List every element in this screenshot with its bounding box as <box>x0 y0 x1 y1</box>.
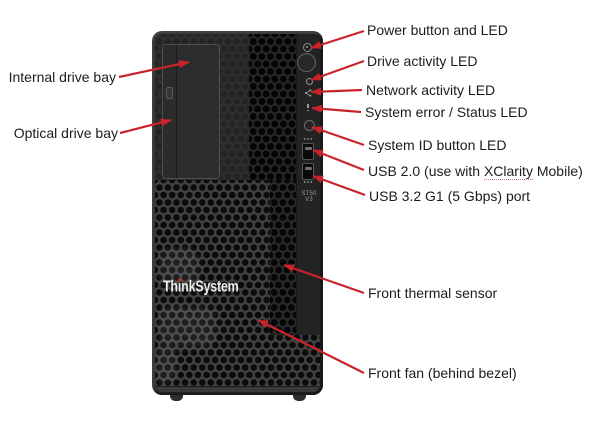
bezel-bottom-rim <box>155 386 320 392</box>
callout-label-usb3: USB 3.2 G1 (5 Gbps) port <box>369 188 531 204</box>
mesh-highlight <box>155 346 177 384</box>
callout-label-power-button: Power button and LED <box>367 22 508 38</box>
logo-red-dot-i: ı <box>177 277 182 295</box>
logo-text-post: nkSystem <box>181 277 239 295</box>
power-led <box>302 42 312 52</box>
thinksystem-logo: ThınkSystem <box>163 277 239 295</box>
optical-bay-bezel <box>163 45 177 178</box>
logo-text-pre: Th <box>163 277 178 295</box>
optical-eject-button <box>166 87 173 99</box>
usb3-port-mark <box>302 181 313 183</box>
callout-label-usb2: USB 2.0 (use with XClarity Mobile) <box>368 163 583 180</box>
callout-label-front-fan: Front fan (behind bezel) <box>368 365 517 381</box>
callout-label-system-id: System ID button LED <box>368 137 507 153</box>
power-button <box>296 52 316 72</box>
callout-label-system-error: System error / Status LED <box>365 104 528 120</box>
callout-label-internal-drive-bay: Internal drive bay <box>8 69 116 85</box>
model-label: ST50 V3 <box>301 191 317 203</box>
callout-label-network-activity: Network activity LED <box>366 82 496 98</box>
callout-label-drive-activity: Drive activity LED <box>367 53 478 69</box>
spellcheck-underline: XClarity <box>483 163 533 180</box>
tower-front-face: ST50 V3 ThınkSystem <box>155 34 320 392</box>
front-control-panel: ST50 V3 <box>296 34 320 335</box>
tower-foot-right <box>293 392 306 401</box>
tower-foot-left <box>170 392 183 401</box>
mesh-highlight <box>158 306 216 348</box>
drive-bay-panel <box>162 44 220 179</box>
usb3-port <box>302 163 314 180</box>
system-error-led <box>307 103 309 111</box>
callout-label-thermal-sensor: Front thermal sensor <box>368 285 498 301</box>
usb2-port <box>302 143 314 160</box>
vent-column-upper <box>249 34 296 180</box>
vent-column-lower <box>270 180 296 335</box>
network-activity-led <box>304 88 312 97</box>
server-tower: ST50 V3 ThınkSystem <box>152 31 323 395</box>
drive-activity-led <box>305 77 313 85</box>
system-id-button <box>303 119 315 131</box>
callout-label-optical-drive-bay: Optical drive bay <box>13 125 118 141</box>
usb2-port-mark <box>302 138 313 140</box>
